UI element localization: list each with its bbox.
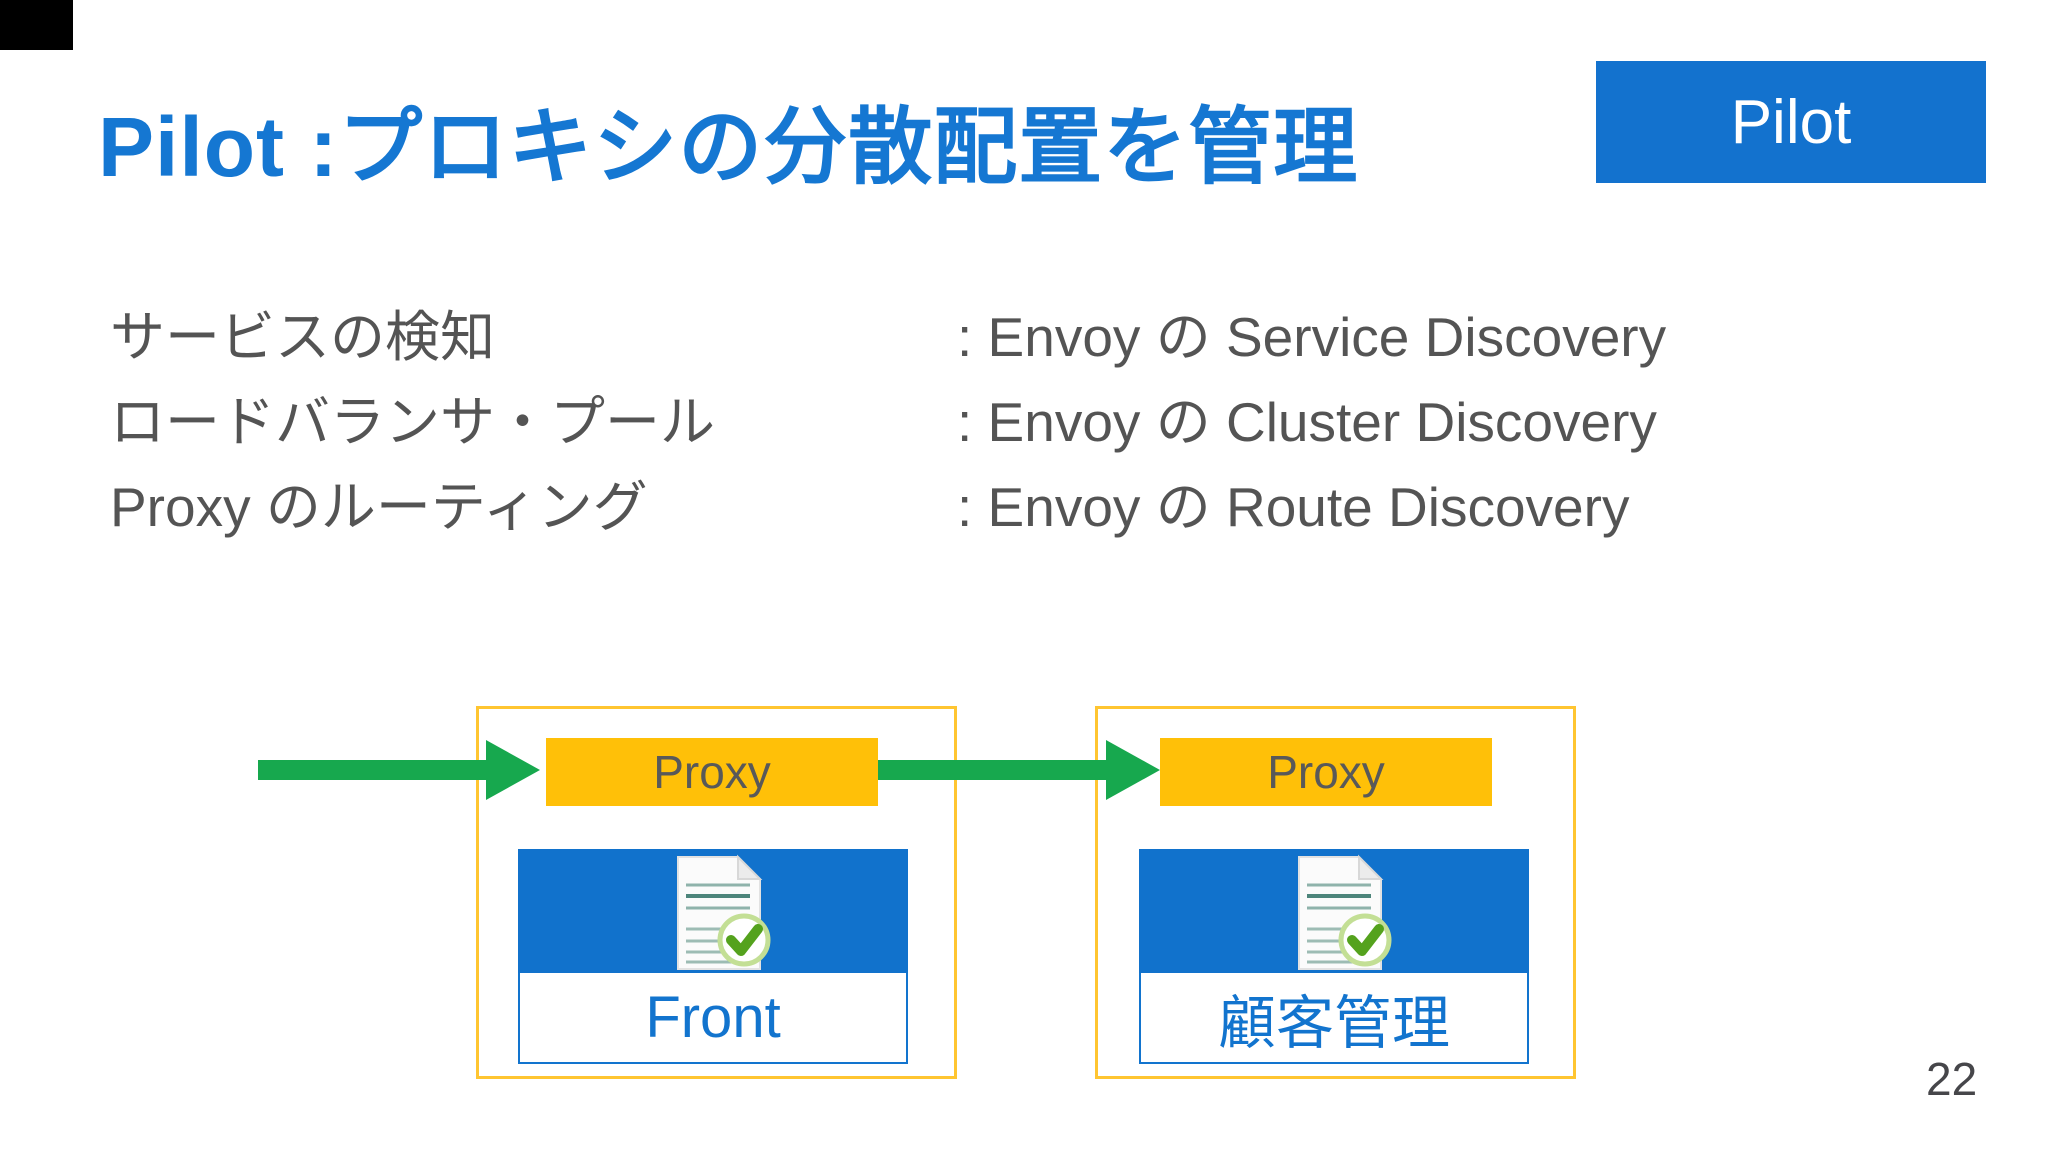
mapping-term: Proxy のルーティング	[110, 476, 648, 538]
mapping-term: ロードバランサ・プール	[110, 391, 716, 453]
app-icon-panel	[518, 849, 908, 973]
document-check-icon	[677, 854, 771, 970]
app-label-customer: 顧客管理	[1139, 973, 1529, 1064]
document-check-icon	[1298, 854, 1392, 970]
mapping-definition: : Envoy の Route Discovery	[957, 476, 1630, 538]
mapping-definition: : Envoy の Cluster Discovery	[957, 391, 1657, 453]
app-name: 顧客管理	[1217, 990, 1450, 1056]
pilot-badge: Pilot	[1596, 61, 1986, 183]
page-title: Pilot :プロキシの分散配置を管理	[98, 100, 1359, 194]
proxy-bar-front: Proxy	[546, 738, 878, 806]
corner-artifact	[0, 0, 73, 50]
mapping-term: サービスの検知	[110, 306, 496, 368]
app-name: Front	[645, 985, 781, 1050]
mapping-row-route-discovery: Proxy のルーティング : Envoy の Route Discovery	[110, 462, 1666, 547]
proxy-label: Proxy	[653, 746, 771, 798]
green-arrow-icon	[258, 740, 540, 800]
app-card-front: Front	[518, 849, 908, 1064]
mapping-list: サービスの検知 : Envoy の Service Discovery ロードバ…	[110, 292, 1666, 547]
mapping-row-cluster-discovery: ロードバランサ・プール : Envoy の Cluster Discovery	[110, 377, 1666, 462]
page-number: 22	[1926, 1053, 1978, 1105]
mapping-row-service-discovery: サービスの検知 : Envoy の Service Discovery	[110, 292, 1666, 377]
app-card-customer: 顧客管理	[1139, 849, 1529, 1064]
proxy-label: Proxy	[1267, 746, 1385, 798]
proxy-bar-customer: Proxy	[1160, 738, 1492, 806]
mapping-definition: : Envoy の Service Discovery	[957, 306, 1667, 368]
pilot-badge-label: Pilot	[1730, 87, 1852, 157]
green-arrow-icon	[878, 740, 1160, 800]
app-icon-panel	[1139, 849, 1529, 973]
app-label-front: Front	[518, 973, 908, 1064]
